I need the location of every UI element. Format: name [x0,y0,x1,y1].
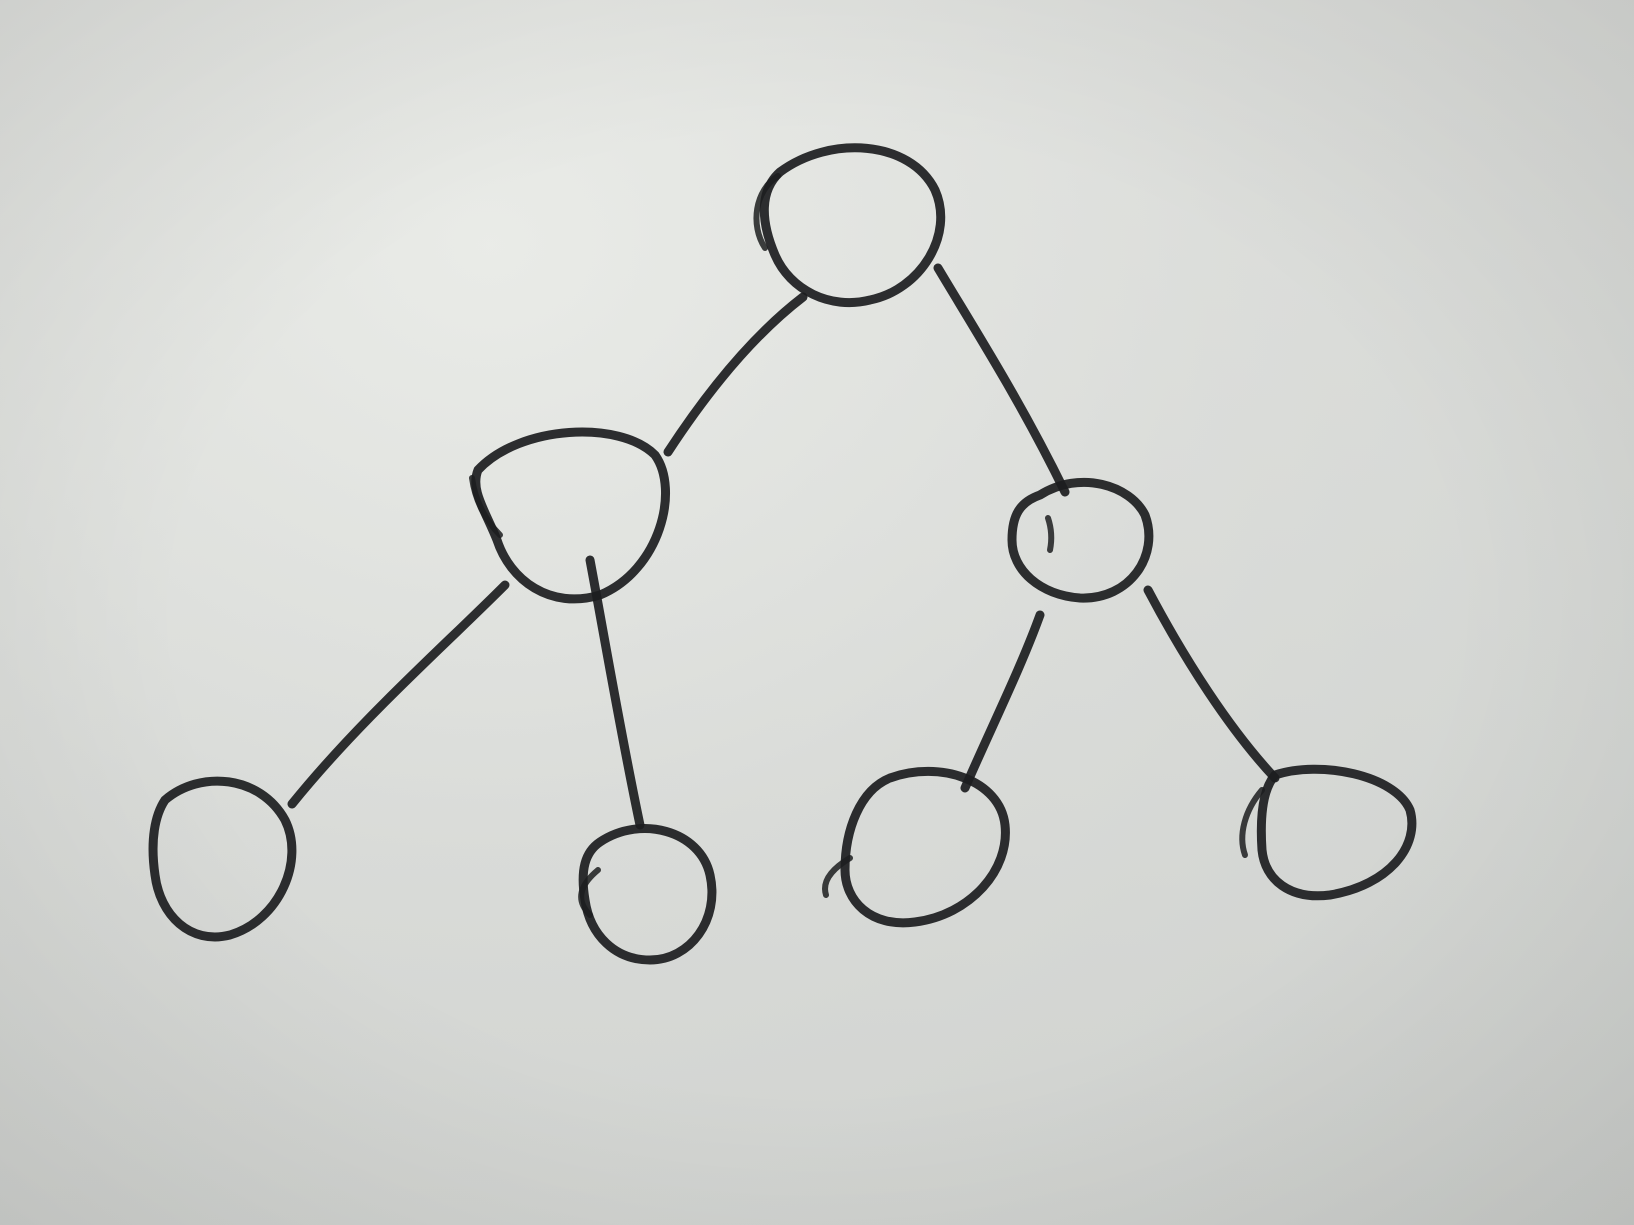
edge-root-left [663,292,808,457]
nodes [148,143,1417,965]
node-root [753,143,946,308]
node-left-left [148,776,297,942]
node-right [1007,477,1154,603]
edges [287,263,1280,830]
edge-left-leftleft [287,580,510,809]
edge-right-rightleft [960,610,1045,793]
node-right-left [822,766,1010,928]
edge-left-leftright [585,555,645,830]
edge-root-right [933,263,1070,497]
node-right-right [1239,764,1417,901]
edge-right-rightright [1143,585,1280,783]
node-left [469,427,671,604]
node-left-right [578,824,717,965]
